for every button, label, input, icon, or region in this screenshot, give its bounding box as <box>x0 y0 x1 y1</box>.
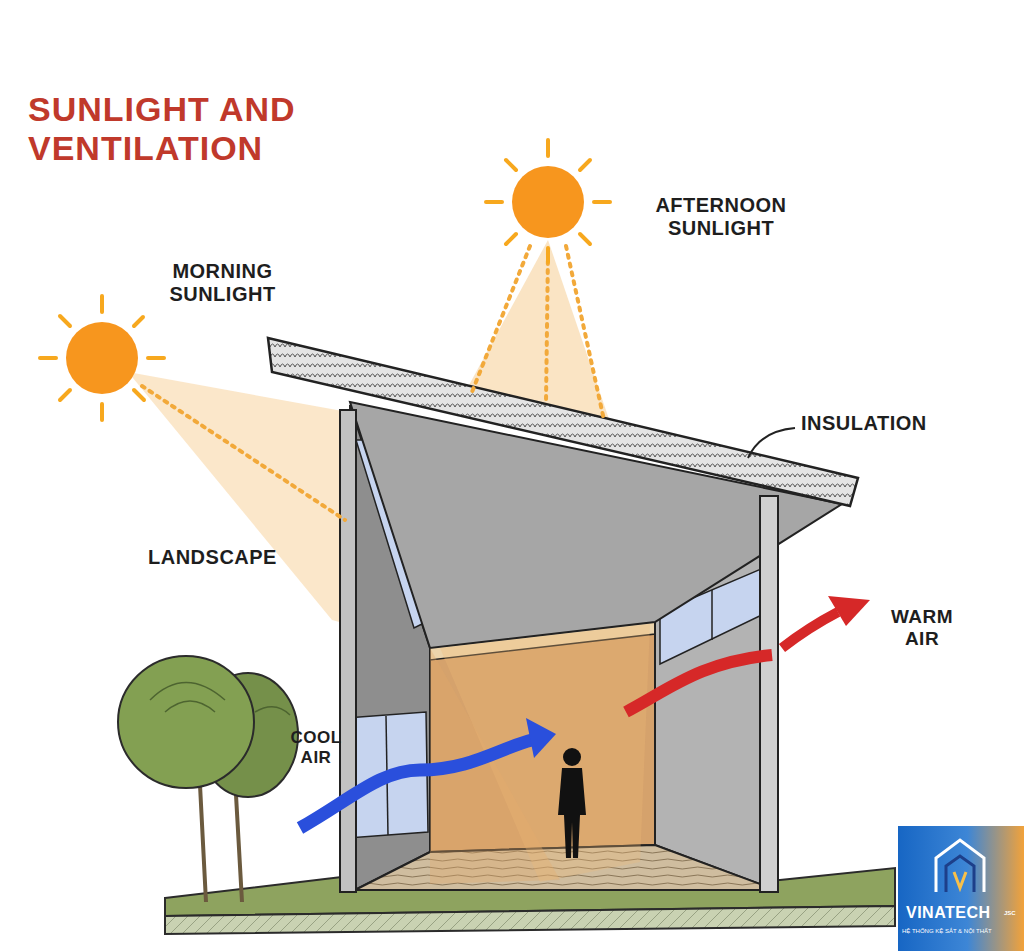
watermark-text: HỆ THỐNG KỆ SẮT & NỘI THẤT <box>902 928 992 935</box>
leader-line <box>748 428 795 458</box>
part-label: INSULATION <box>801 412 927 435</box>
landscape-label: LANDSCAPE <box>148 546 277 569</box>
watermark-text: JSC <box>1004 910 1016 917</box>
tree <box>118 656 298 902</box>
watermark-text: VINATECH <box>906 904 991 922</box>
sun-symbol <box>40 296 164 420</box>
sun-symbol <box>486 140 610 262</box>
person-silhouette <box>558 748 586 858</box>
warm-air-arrow <box>626 596 870 712</box>
sun-label: AFTERNOON SUNLIGHT <box>636 194 806 240</box>
sun-label: MORNING SUNLIGHT <box>140 260 305 306</box>
air-label: WARM AIR <box>882 606 962 650</box>
diagram-title: SUNLIGHT AND VENTILATION <box>28 90 328 168</box>
watermark-logo <box>898 826 1024 951</box>
air-label: COOL AIR <box>290 728 342 767</box>
building-section <box>268 338 858 892</box>
